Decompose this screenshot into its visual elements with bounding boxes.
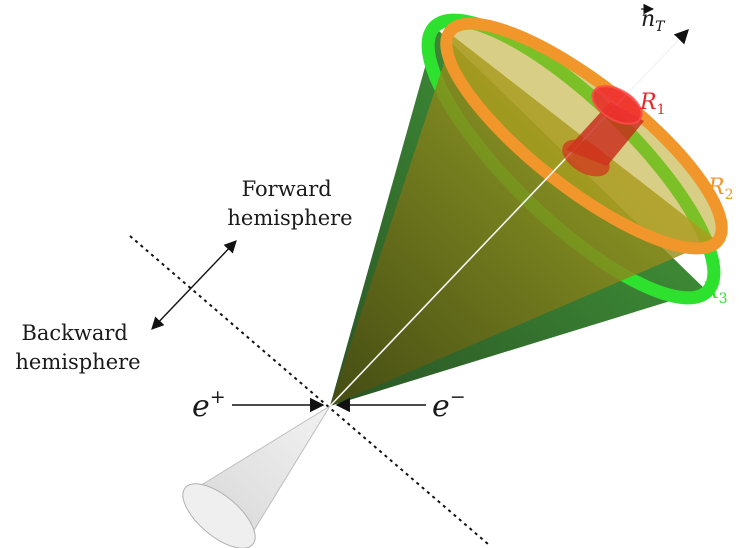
r1-label: R1	[639, 90, 666, 118]
thrust-vector-label: nT	[641, 3, 666, 35]
positron-label: e+	[192, 386, 226, 424]
forward-hemisphere-label: Forward hemisphere	[227, 177, 352, 230]
backward-cone	[182, 405, 331, 548]
backward-hemisphere-label: Backward hemisphere	[15, 321, 140, 374]
thrust-axis-arrow	[329, 28, 689, 407]
svg-text:nT: nT	[641, 7, 666, 35]
cylinder-r1	[562, 85, 644, 177]
hemisphere-double-arrow	[151, 240, 237, 330]
r2-label: R2	[707, 175, 734, 203]
electron-label: e−	[432, 386, 466, 424]
r3-label: R3	[701, 279, 728, 307]
